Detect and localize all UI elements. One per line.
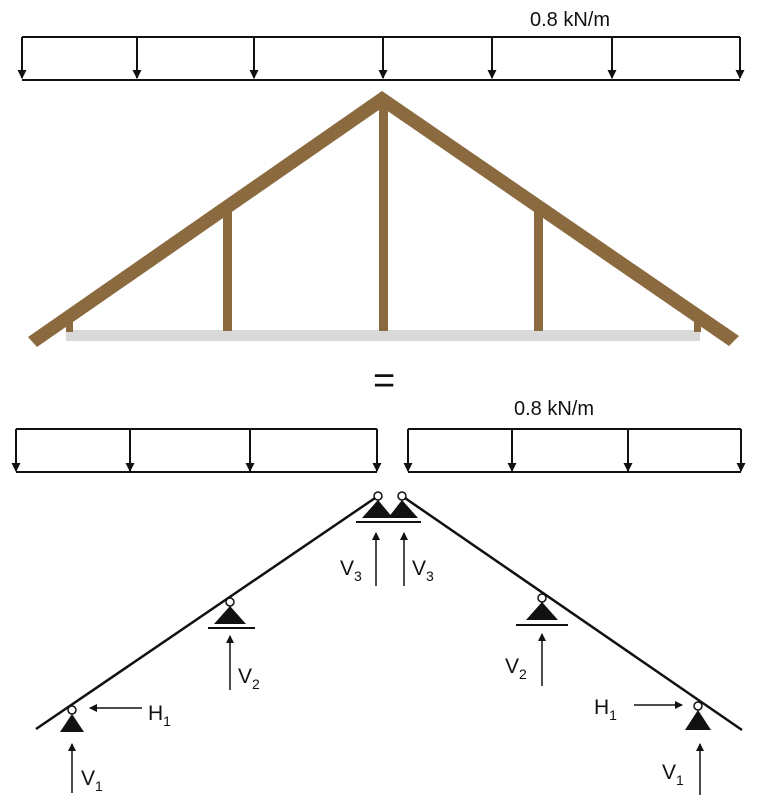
right-beam — [401, 494, 743, 732]
right-bottom-support — [685, 701, 711, 730]
v1-right-label: V1 — [662, 761, 684, 788]
king-post — [379, 100, 388, 331]
v2-left-label: V2 — [238, 665, 260, 692]
left-mid-support — [208, 597, 255, 629]
left-post-short — [66, 318, 73, 332]
left-rafter — [28, 91, 389, 347]
h1-right-label: H1 — [594, 696, 617, 723]
left-web-post — [223, 210, 232, 331]
v3-right-label: V3 — [412, 557, 434, 584]
top-load-label: 0.8 kN/m — [530, 9, 610, 31]
ceiling-tie — [66, 330, 700, 341]
left-beam — [35, 494, 379, 731]
bottom-load-label: 0.8 kN/m — [514, 398, 594, 420]
right-web-post — [534, 210, 543, 331]
right-rafter — [376, 91, 739, 346]
left-bottom-support — [60, 705, 84, 732]
top-distributed-load — [17, 36, 745, 81]
v1-left-label: V1 — [81, 767, 103, 794]
beam-model — [35, 494, 743, 732]
v2-right-label: V2 — [505, 655, 527, 682]
timber-truss — [28, 91, 739, 347]
bottom-left-distributed-load — [11, 428, 382, 473]
equals-sign: = — [373, 360, 395, 402]
right-mid-support — [516, 593, 568, 626]
apex-right-support — [385, 491, 421, 523]
h1-left-label: H1 — [148, 702, 171, 729]
v3-left-label: V3 — [340, 557, 362, 584]
bottom-right-distributed-load — [403, 428, 746, 473]
right-post-short — [694, 318, 701, 332]
